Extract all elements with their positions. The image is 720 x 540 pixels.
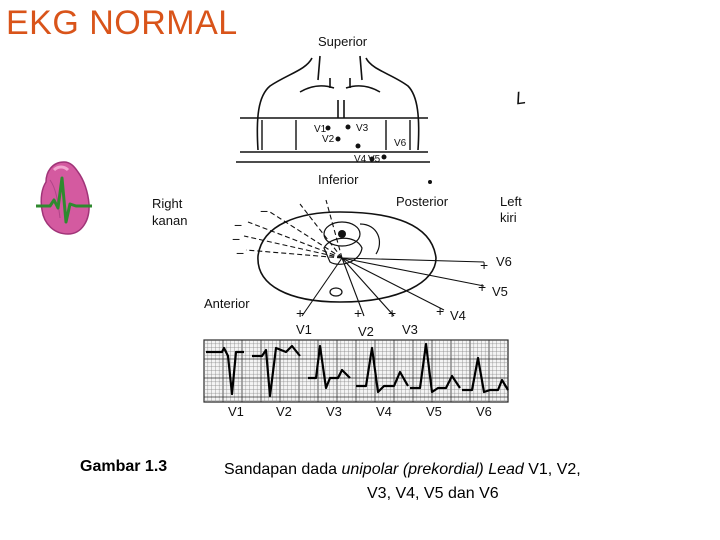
marker-l: L xyxy=(514,87,527,108)
section-lead-v1: V1 xyxy=(296,322,312,337)
svg-text:+: + xyxy=(480,257,488,273)
svg-text:+: + xyxy=(436,303,444,319)
label-anterior: Anterior xyxy=(204,296,250,311)
slide-title: EKG NORMAL xyxy=(6,4,238,42)
caption-line2: V3, V4, V5 dan V6 xyxy=(367,485,499,502)
trace-v6 xyxy=(462,356,509,394)
svg-text:−: − xyxy=(234,217,242,233)
trace-v2 xyxy=(252,344,301,398)
torso-lead-v5: V5 xyxy=(368,154,381,165)
heart-ecg-icon xyxy=(36,161,92,235)
section-lead-v6: V6 xyxy=(496,254,512,269)
trace-v3 xyxy=(308,344,351,390)
torso-lead-v2: V2 xyxy=(322,134,335,145)
label-superior: Superior xyxy=(318,34,368,49)
electrode-dots xyxy=(325,124,432,184)
section-lead-v5: V5 xyxy=(492,284,508,299)
label-right-local: kanan xyxy=(152,213,187,228)
label-right: Right xyxy=(152,196,183,211)
svg-text:+: + xyxy=(478,279,486,295)
label-inferior: Inferior xyxy=(318,172,359,187)
torso-lead-v6: V6 xyxy=(394,138,407,149)
polarity-signs: + + + + + + − − − − xyxy=(232,203,488,321)
strip-lead-v1: V1 xyxy=(228,404,244,419)
cross-section-outline xyxy=(257,211,437,303)
negative-pole-lines xyxy=(243,199,343,259)
trace-v4 xyxy=(356,346,409,394)
label-posterior: Posterior xyxy=(396,194,449,209)
torso-lead-v4: V4 xyxy=(354,154,367,165)
svg-text:−: − xyxy=(236,245,244,261)
torso-front xyxy=(256,55,420,151)
caption-after: V1, V2, xyxy=(523,461,581,478)
heart-section xyxy=(323,237,363,265)
spine-section xyxy=(323,221,361,247)
strip-lead-v2: V2 xyxy=(276,404,292,419)
ecg-traces xyxy=(206,342,509,398)
section-lead-v4: V4 xyxy=(450,308,466,323)
caption-text: Sandapan dada unipolar (prekordial) Lead… xyxy=(224,458,644,506)
svg-text:−: − xyxy=(260,203,268,219)
svg-text:+: + xyxy=(296,305,304,321)
ecg-strip-grid xyxy=(203,339,509,403)
label-left: Left xyxy=(500,194,522,209)
strip-lead-v5: V5 xyxy=(426,404,442,419)
trace-v1 xyxy=(206,346,244,396)
strip-lead-v6: V6 xyxy=(476,404,492,419)
section-lead-v3: V3 xyxy=(402,322,418,337)
lead-direction-lines xyxy=(301,257,485,317)
caption-label: Gambar 1.3 xyxy=(80,458,168,475)
strip-lead-v4: V4 xyxy=(376,404,392,419)
caption-before: Sandapan dada xyxy=(224,461,342,478)
torso-grid-lines xyxy=(236,117,430,163)
svg-text:+: + xyxy=(354,305,362,321)
svg-text:−: − xyxy=(232,231,240,247)
label-left-local: kiri xyxy=(500,210,517,225)
torso-lead-v3: V3 xyxy=(356,123,369,134)
sternum-section xyxy=(329,287,343,297)
torso-lead-v1: V1 xyxy=(314,124,327,135)
svg-text:+: + xyxy=(388,305,396,321)
trace-v5 xyxy=(410,342,461,394)
section-lead-v2: V2 xyxy=(358,324,374,339)
strip-lead-v3: V3 xyxy=(326,404,342,419)
caption-italic: unipolar (prekordial) Lead xyxy=(341,461,524,478)
